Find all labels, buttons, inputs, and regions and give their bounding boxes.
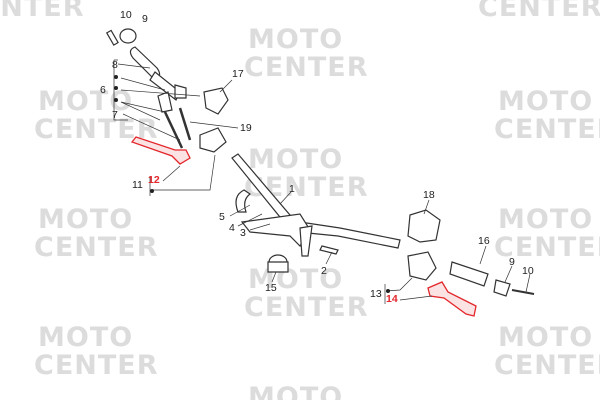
- right-lever-highlighted: [427, 281, 477, 317]
- watermark-text: CENTER: [244, 52, 369, 83]
- callout-7: 7: [112, 109, 118, 121]
- callout-6: 6: [100, 84, 106, 96]
- callout-3: 3: [240, 227, 246, 239]
- watermark-text: MOTO: [248, 144, 343, 175]
- watermark-text: CENTER: [494, 350, 600, 381]
- callout-labels: 10 9 8 6 7 17 19 11 12 1 18 5 4 3 16 2 9…: [100, 9, 534, 305]
- callout-9: 9: [509, 256, 515, 268]
- watermark-text: MOTO: [498, 322, 593, 353]
- right-controls: [267, 209, 535, 317]
- callout-5: 5: [219, 211, 225, 223]
- watermark-text: MOTO: [38, 204, 133, 235]
- watermark-text: MOTO: [498, 204, 593, 235]
- left-controls: [105, 28, 229, 165]
- callout-13: 13: [370, 288, 382, 300]
- watermark-text: CENTER: [0, 0, 85, 23]
- watermark-text: MOTO: [498, 86, 593, 117]
- callout-11: 11: [132, 179, 143, 191]
- callout-12-highlighted: 12: [148, 174, 160, 186]
- watermark-text: MOTO: [248, 24, 343, 55]
- callout-17: 17: [232, 68, 244, 80]
- handlebar: [231, 153, 401, 257]
- callout-18: 18: [423, 189, 435, 201]
- watermark-text: MOTO: [38, 86, 133, 117]
- watermark-text: CENTER: [494, 114, 600, 145]
- watermark-text: CENTER: [244, 292, 369, 323]
- callout-4: 4: [229, 222, 235, 234]
- callout-16: 16: [478, 235, 490, 247]
- watermark-text: CENTER: [34, 350, 159, 381]
- callout-1: 1: [289, 183, 295, 195]
- watermark-text: CENTER: [478, 0, 600, 23]
- leader-lines: [113, 59, 531, 304]
- callout-8: 8: [112, 59, 118, 71]
- watermark-text: MOTO: [248, 264, 343, 295]
- callout-15: 15: [265, 282, 277, 294]
- bullet-dots: [114, 75, 390, 293]
- watermark-text: CENTER: [34, 232, 159, 263]
- callout-10: 10: [120, 9, 132, 21]
- watermark-text: MOTO: [38, 322, 133, 353]
- callout-19: 19: [240, 122, 252, 134]
- callout-9: 9: [142, 13, 148, 25]
- callout-2: 2: [321, 265, 327, 277]
- callout-10: 10: [522, 265, 534, 277]
- watermark-text: MOTO: [248, 382, 343, 400]
- left-lever-highlighted: [130, 136, 191, 165]
- watermark-text: CENTER: [494, 232, 600, 263]
- callout-14-highlighted: 14: [386, 293, 398, 305]
